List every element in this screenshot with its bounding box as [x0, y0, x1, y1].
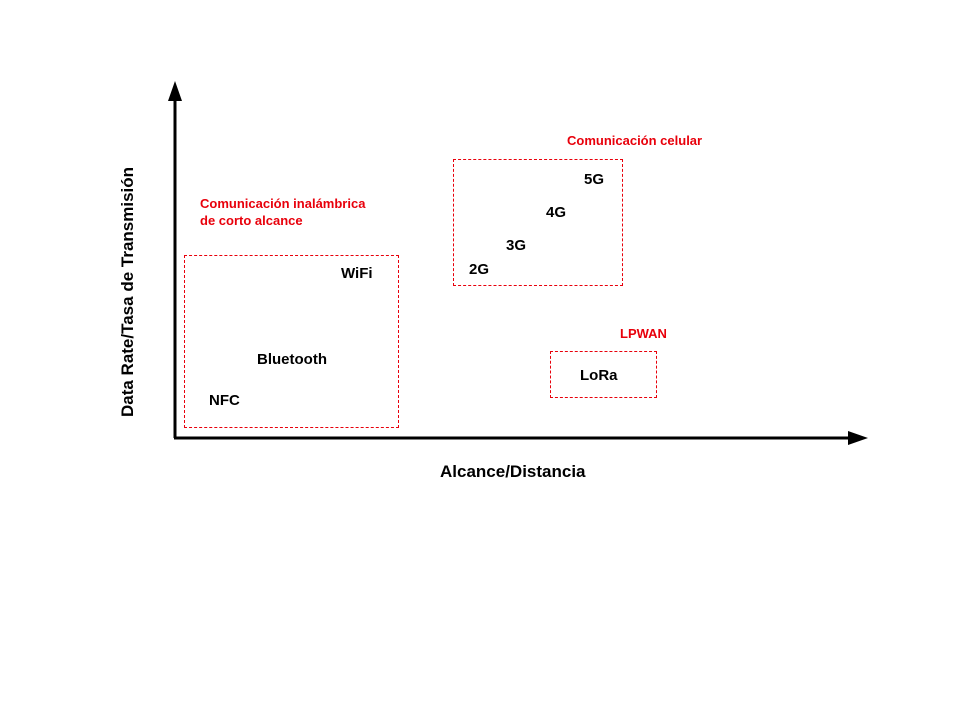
lpwan-group-box [550, 351, 657, 398]
tech-bluetooth: Bluetooth [257, 351, 327, 368]
cellular-group-box [453, 159, 623, 286]
cellular-group-label: Comunicación celular [567, 133, 703, 148]
x-axis-label: Alcance/Distancia [440, 462, 586, 481]
y-axis-arrowhead [168, 81, 182, 101]
tech-3g: 3G [506, 237, 527, 254]
tech-wifi: WiFi [341, 265, 373, 282]
x-axis-arrowhead [848, 431, 868, 445]
tech-nfc: NFC [209, 392, 240, 409]
tech-5g: 5G [584, 171, 605, 188]
short-range-group-label: Comunicación inalámbrica de corto alcanc… [200, 196, 366, 228]
y-axis-label: Data Rate/Tasa de Transmisión [118, 166, 137, 418]
short-range-group-box [184, 255, 399, 428]
lpwan-group-label: LPWAN [620, 326, 667, 341]
tech-4g: 4G [546, 204, 567, 221]
tech-2g: 2G [469, 261, 490, 278]
tech-lora: LoRa [580, 367, 618, 384]
